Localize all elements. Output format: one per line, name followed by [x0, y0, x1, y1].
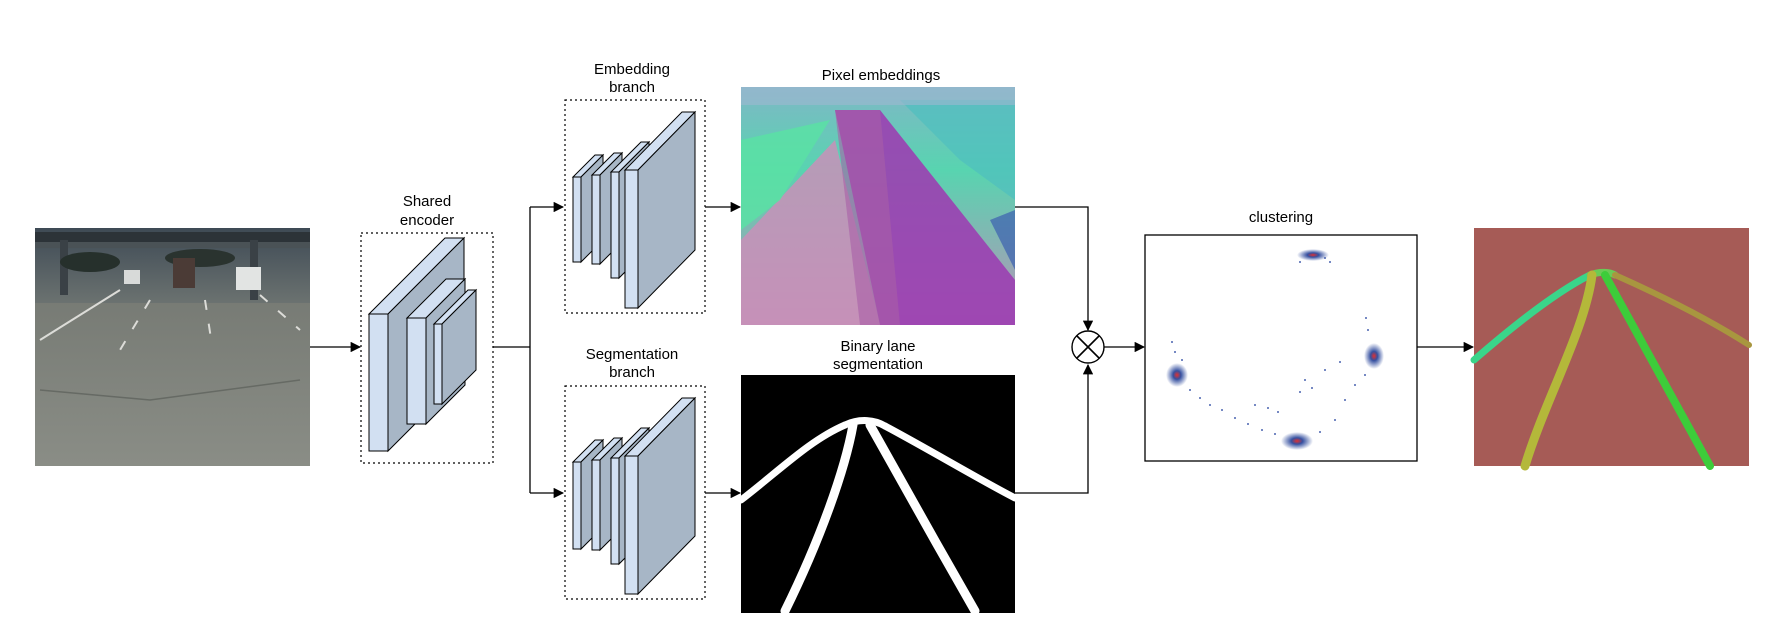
clustering-label: clustering — [1249, 209, 1313, 226]
split-connector — [493, 201, 565, 499]
binary-segmentation-image: Binary lane segmentation — [737, 338, 1019, 616]
encoder-layer-3 — [432, 288, 478, 406]
segmentation-branch-label-line2: branch — [609, 364, 655, 381]
binary-segmentation-label-line1: Binary lane — [840, 338, 915, 355]
shared-encoder-label-line1: Shared — [403, 193, 451, 210]
segmentation-branch-label-line1: Segmentation — [586, 346, 679, 363]
input-road-image — [35, 228, 310, 466]
embedding-branch: Embedding branch — [564, 61, 706, 314]
shared-encoder-label-line2: encoder — [400, 212, 454, 229]
output-lane-instances-image — [1470, 228, 1752, 471]
cluster-blob-bottom — [1281, 432, 1313, 450]
embedding-branch-label-line1: Embedding — [594, 61, 670, 78]
cluster-blob-top — [1297, 249, 1329, 261]
pixel-embeddings-image: Pixel embeddings — [741, 67, 1015, 325]
clustering-plot: clustering — [1144, 209, 1418, 462]
cluster-blob-right — [1364, 343, 1384, 369]
embedding-branch-label-line2: branch — [609, 79, 655, 96]
pixel-embeddings-label: Pixel embeddings — [822, 67, 940, 84]
segmentation-branch: Segmentation branch — [564, 346, 706, 600]
shared-encoder: Shared encoder — [360, 193, 494, 464]
cluster-blob-left — [1166, 363, 1188, 387]
cluster-scatter-points — [1171, 257, 1369, 435]
combine-connectors — [1015, 206, 1094, 494]
embedding-layer-4 — [623, 110, 697, 310]
binary-segmentation-label-line2: segmentation — [833, 356, 923, 373]
circled-times-icon — [1071, 330, 1105, 364]
shared-encoder-box — [360, 232, 494, 464]
segmentation-layer-4 — [623, 396, 697, 596]
